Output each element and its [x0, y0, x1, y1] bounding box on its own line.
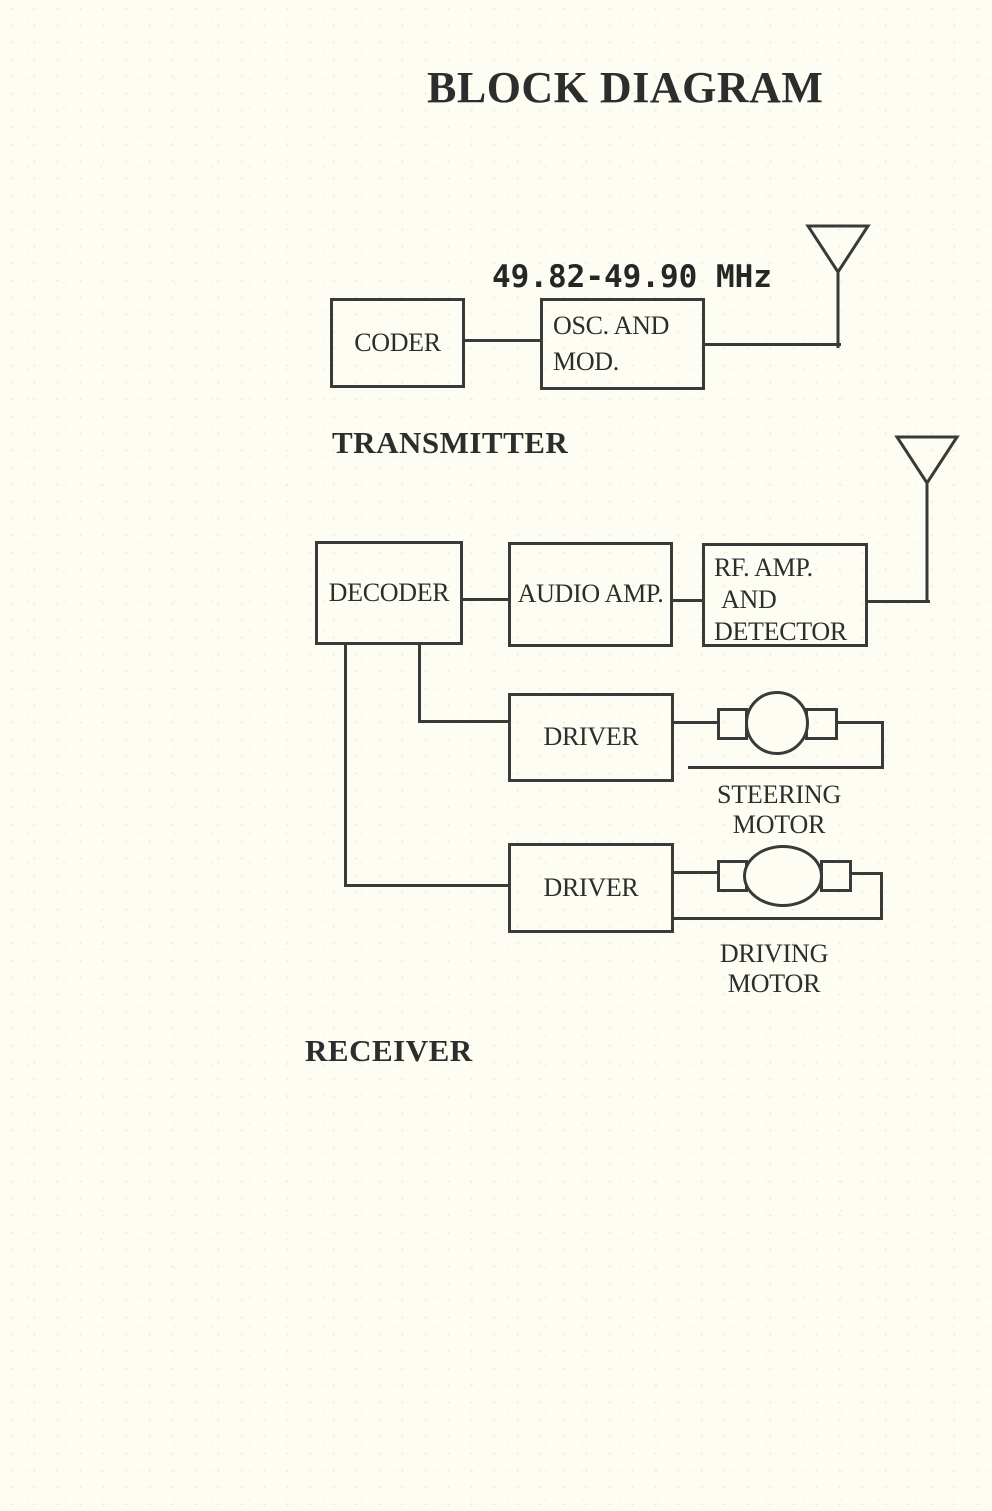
steering-motor-label: STEERING MOTOR — [695, 780, 863, 840]
wire-decoder-down-to-driver1 — [418, 645, 421, 723]
rf-label-line3: DETECTOR — [714, 617, 847, 646]
wire-coder-to-osc — [465, 339, 540, 342]
rf-label-line1: RF. AMP. — [714, 553, 813, 582]
wire-driver2-to-driving-motor — [673, 871, 717, 874]
steering-motor-label-line2: MOTOR — [732, 810, 826, 839]
driving-motor-right-terminal — [820, 860, 852, 892]
wire-audio-amp-to-rf — [673, 599, 702, 602]
wire-decoder-down-to-driver2 — [344, 645, 347, 887]
driving-motor-label-line1: DRIVING — [719, 939, 829, 968]
osc-mod-block: OSC. AND MOD. — [540, 298, 705, 390]
steering-motor-right-terminal — [805, 708, 838, 740]
coder-block: CODER — [330, 298, 465, 388]
wire-rf-to-antenna — [868, 600, 930, 603]
transmitter-section-label: TRANSMITTER — [332, 425, 569, 460]
steering-driver-block: DRIVER — [508, 693, 674, 782]
wire-steering-motor-out — [838, 721, 884, 724]
receiver-antenna-icon — [894, 435, 960, 603]
wire-driver1-to-steering-motor — [673, 721, 717, 724]
audio-amp-label: AUDIO AMP. — [517, 579, 664, 609]
driving-driver-label: DRIVER — [543, 872, 639, 902]
decoder-label: DECODER — [328, 577, 450, 607]
transmitter-antenna-icon — [805, 224, 871, 348]
osc-mod-label-line1: OSC. AND — [553, 311, 670, 340]
rf-label-line2: AND — [721, 585, 777, 614]
rf-amp-detector-block: RF. AMP. AND DETECTOR — [702, 543, 868, 647]
steering-motor-left-terminal — [717, 708, 748, 740]
steering-motor-icon — [745, 691, 809, 755]
wire-decoder-across-to-driver1 — [418, 720, 508, 723]
steering-driver-label: DRIVER — [543, 722, 639, 752]
driving-motor-label: DRIVING MOTOR — [690, 939, 858, 999]
wire-decoder-across-to-driver2 — [344, 884, 508, 887]
wire-steering-motor-return — [688, 766, 884, 769]
wire-driving-motor-return — [673, 917, 883, 920]
driving-driver-block: DRIVER — [508, 843, 674, 933]
wire-driving-motor-return-down — [880, 872, 883, 920]
page-title: BLOCK DIAGRAM — [427, 63, 824, 112]
wire-osc-to-antenna — [705, 343, 841, 346]
receiver-section-label: RECEIVER — [305, 1033, 473, 1068]
decoder-block: DECODER — [315, 541, 463, 645]
frequency-label: 49.82-49.90 MHz — [492, 259, 772, 295]
wire-decoder-to-audio-amp — [463, 598, 508, 601]
coder-label: CODER — [354, 327, 441, 357]
driving-motor-icon — [743, 845, 823, 907]
wire-driving-motor-out — [852, 872, 883, 875]
osc-mod-label-line2: MOD. — [553, 347, 619, 376]
audio-amp-block: AUDIO AMP. — [508, 542, 673, 647]
steering-motor-label-line1: STEERING — [716, 780, 842, 809]
driving-motor-label-line2: MOTOR — [727, 969, 821, 998]
wire-steering-motor-return-down — [881, 721, 884, 769]
